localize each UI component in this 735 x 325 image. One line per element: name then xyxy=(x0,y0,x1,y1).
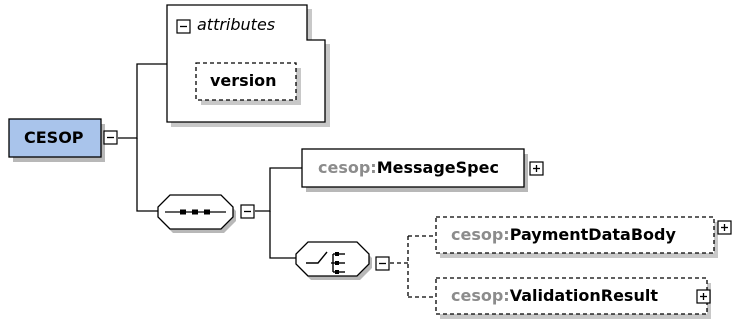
paymentdatabody-label: cesop:PaymentDataBody xyxy=(451,225,676,245)
element-messagespec[interactable] xyxy=(301,148,528,192)
namespace-prefix: cesop: xyxy=(451,225,510,244)
element-paymentdatabody[interactable] xyxy=(435,216,718,258)
messagespec-expand-toggle[interactable] xyxy=(529,161,544,176)
attribute-version[interactable] xyxy=(195,62,301,105)
sequence-collapse-toggle[interactable] xyxy=(240,204,255,219)
root-element-label: CESOP xyxy=(24,128,84,147)
choice-dot-icon xyxy=(335,270,339,274)
choice-collapse-toggle[interactable] xyxy=(375,256,390,271)
sequence-compositor[interactable] xyxy=(157,194,236,233)
sequence-dot-icon xyxy=(180,209,186,215)
element-name: PaymentDataBody xyxy=(509,225,676,244)
sequence-dot-icon xyxy=(204,209,210,215)
element-name: ValidationResult xyxy=(509,286,658,305)
validationresult-expand-toggle[interactable] xyxy=(696,289,711,304)
choice-dot-icon xyxy=(335,261,339,265)
expand-attributes-toggle[interactable] xyxy=(176,19,191,34)
element-name: MessageSpec xyxy=(376,158,499,177)
attributes-label: attributes xyxy=(197,15,276,34)
paymentdatabody-expand-toggle[interactable] xyxy=(717,220,732,235)
root-element-box[interactable] xyxy=(8,118,105,162)
attribute-version-label: version xyxy=(210,71,277,90)
root-collapse-toggle[interactable] xyxy=(103,130,118,145)
namespace-prefix: cesop: xyxy=(451,286,510,305)
sequence-dot-icon xyxy=(192,209,198,215)
connector-lines xyxy=(118,63,436,298)
choice-compositor[interactable] xyxy=(295,241,372,280)
messagespec-label: cesop:MessageSpec xyxy=(318,158,499,178)
validationresult-label: cesop:ValidationResult xyxy=(451,286,658,306)
choice-dot-icon xyxy=(335,252,339,256)
namespace-prefix: cesop: xyxy=(318,158,377,177)
element-validationresult[interactable] xyxy=(435,277,711,319)
